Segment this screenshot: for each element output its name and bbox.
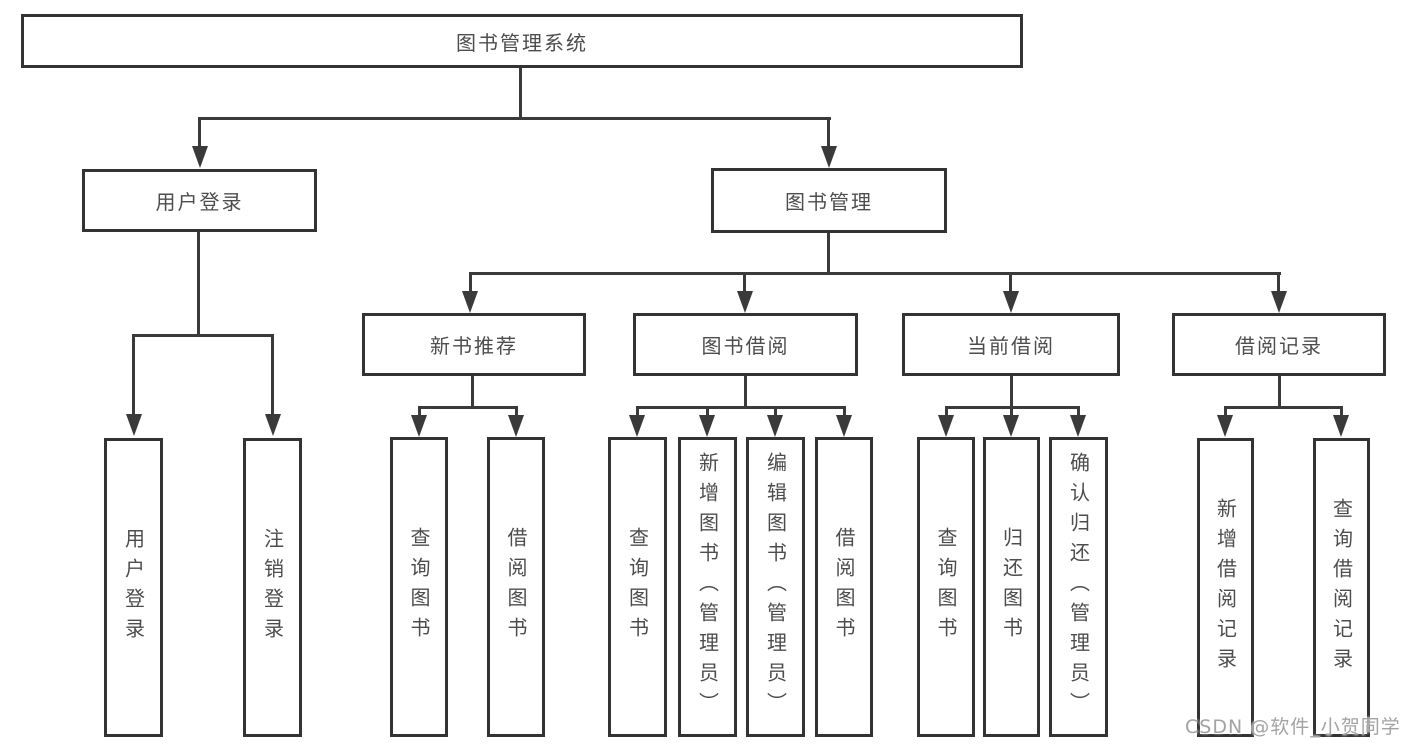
- connector-line: [471, 376, 474, 407]
- connector-line: [198, 117, 201, 146]
- connector-line: [945, 406, 948, 415]
- node-user-login-label: 用户登录: [155, 190, 244, 214]
- node-root-label: 图书管理系统: [456, 30, 588, 55]
- node-book-management-label: 图书管理: [785, 190, 873, 214]
- connector-line: [1224, 406, 1343, 409]
- arrow-down-icon: [737, 291, 753, 313]
- leaf-label: 编辑图书（管理员）: [763, 452, 788, 722]
- connector-line: [1277, 272, 1280, 291]
- connector-line: [827, 117, 830, 146]
- node-borrowing-records-label: 借阅记录: [1235, 334, 1323, 358]
- connector-line: [1278, 376, 1281, 407]
- leaf-label: 确认归还（管理员）: [1066, 452, 1091, 722]
- arrow-down-icon: [411, 415, 427, 437]
- node-current-borrowing-label: 当前借阅: [967, 334, 1055, 358]
- connector-line: [706, 406, 709, 415]
- connector-line: [469, 272, 472, 291]
- leaf-label: 查询图书: [407, 527, 431, 647]
- node-book-management: 图书管理: [711, 168, 947, 233]
- arrow-down-icon: [1217, 415, 1233, 437]
- leaf-user-login-label: 用户登录: [121, 527, 146, 648]
- leaf-confirm-return-admin: 确认归还（管理员）: [1049, 437, 1108, 737]
- leaf-borrow-books-recommend: 借阅图书: [487, 437, 545, 737]
- connector-line: [418, 406, 421, 415]
- leaf-label: 查询图书: [934, 527, 958, 647]
- leaf-label: 新增借阅记录: [1213, 497, 1238, 678]
- leaf-label: 新增图书（管理员）: [695, 452, 720, 722]
- connector-line: [519, 68, 522, 118]
- leaf-borrow-books: 借阅图书: [815, 437, 873, 737]
- leaf-label: 查询图书: [625, 527, 650, 647]
- leaf-user-login: 用户登录: [104, 438, 163, 737]
- connector-line: [1009, 272, 1012, 291]
- node-new-book-recommend: 新书推荐: [362, 313, 586, 376]
- connector-line: [515, 406, 518, 415]
- arrow-down-icon: [126, 414, 142, 436]
- arrow-down-icon: [938, 415, 954, 437]
- connector-line: [418, 406, 518, 409]
- connector-line: [744, 376, 747, 407]
- leaf-query-books-recommend: 查询图书: [390, 437, 448, 737]
- node-new-book-recommend-label: 新书推荐: [430, 334, 518, 358]
- arrow-down-icon: [767, 415, 783, 437]
- arrow-down-icon: [1271, 291, 1287, 313]
- connector-line: [271, 334, 274, 414]
- connector-line: [1010, 406, 1013, 415]
- arrow-down-icon: [629, 415, 645, 437]
- arrow-down-icon: [1333, 415, 1349, 437]
- node-book-borrowing: 图书借阅: [633, 313, 858, 376]
- connector-line: [636, 406, 846, 409]
- arrow-down-icon: [836, 415, 852, 437]
- leaf-label: 查询借阅记录: [1329, 497, 1354, 678]
- connector-line: [1010, 376, 1013, 407]
- leaf-edit-books-admin: 编辑图书（管理员）: [746, 437, 805, 737]
- leaf-add-borrow-record: 新增借阅记录: [1197, 438, 1254, 737]
- leaf-query-books-current: 查询图书: [917, 437, 975, 737]
- connector-line: [132, 334, 135, 414]
- arrow-down-icon: [821, 146, 837, 168]
- connector-line: [1224, 406, 1227, 415]
- node-book-borrowing-label: 图书借阅: [701, 334, 790, 358]
- arrow-down-icon: [699, 415, 715, 437]
- connector-line: [843, 406, 846, 415]
- connector-line: [198, 117, 831, 120]
- arrow-down-icon: [508, 415, 524, 437]
- node-current-borrowing: 当前借阅: [902, 313, 1120, 376]
- connector-line: [469, 272, 1281, 275]
- arrow-down-icon: [1003, 291, 1019, 313]
- connector-line: [197, 232, 200, 335]
- leaf-query-books-borrowing: 查询图书: [608, 437, 667, 737]
- connector-line: [636, 406, 639, 415]
- connector-line: [774, 406, 777, 415]
- connector-line: [743, 272, 746, 291]
- csdn-watermark: CSDN @软件_小贺同学: [1185, 716, 1401, 738]
- node-user-login: 用户登录: [82, 169, 317, 232]
- node-root-system: 图书管理系统: [21, 14, 1023, 68]
- leaf-label: 借阅图书: [504, 527, 528, 647]
- node-borrowing-records: 借阅记录: [1172, 313, 1386, 376]
- leaf-logout: 注销登录: [243, 438, 302, 737]
- leaf-add-books-admin: 新增图书（管理员）: [678, 437, 737, 737]
- connector-line: [132, 334, 274, 337]
- connector-line: [1340, 406, 1343, 415]
- arrow-down-icon: [1070, 415, 1086, 437]
- connector-line: [1077, 406, 1080, 415]
- leaf-return-books: 归还图书: [983, 437, 1040, 737]
- arrow-down-icon: [192, 146, 208, 168]
- leaf-query-borrow-record: 查询借阅记录: [1313, 438, 1370, 737]
- leaf-label: 归还图书: [999, 527, 1024, 647]
- arrow-down-icon: [462, 291, 478, 313]
- connector-line: [827, 233, 830, 273]
- leaf-label: 借阅图书: [832, 527, 856, 647]
- arrow-down-icon: [265, 414, 281, 436]
- arrow-down-icon: [1003, 415, 1019, 437]
- leaf-logout-label: 注销登录: [260, 527, 285, 648]
